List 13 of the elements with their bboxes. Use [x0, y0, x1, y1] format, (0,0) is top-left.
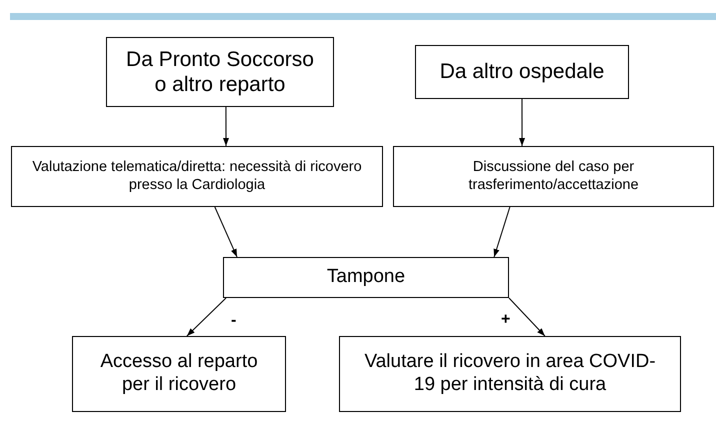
process-box: Valutazione telematica/diretta: necessità di ricovero presso la Cardiologia — [11, 146, 383, 207]
test-box: Tampone — [223, 257, 509, 298]
source-box: Da altro ospedale — [415, 45, 629, 99]
process-box: Discussione del caso per trasferimento/accettazione — [393, 146, 714, 207]
arrow — [186, 298, 226, 336]
outcome-box: Accesso al reparto per il ricovero — [72, 336, 286, 412]
arrow — [519, 98, 526, 146]
source-box: Da Pronto Soccorso o altro reparto — [106, 37, 334, 107]
arrow — [494, 206, 510, 258]
outcome-box: Valutare il ricovero in area COVID-19 per intensità di cura — [339, 336, 681, 412]
arrow — [508, 298, 546, 336]
arrow — [223, 106, 229, 146]
arrow — [214, 206, 238, 258]
